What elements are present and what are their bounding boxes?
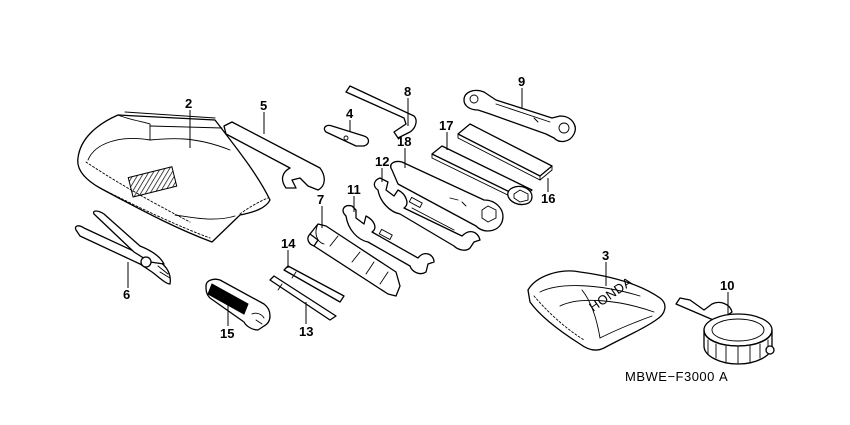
callout-part-2: 2: [185, 96, 192, 111]
hex-key: [345, 85, 417, 139]
hook-spanner: [223, 121, 325, 191]
screwdriver-handle: [205, 278, 271, 331]
callout-part-13: 13: [299, 324, 313, 339]
tool-bag-roll: [77, 111, 271, 243]
callout-part-6: 6: [123, 287, 130, 302]
callout-labels: 2 5 4 8 9 17 12 18 16 11 7 14 6 15 13 3 …: [123, 74, 734, 341]
screwdriver-bit-14: [283, 265, 345, 303]
callout-part-5: 5: [260, 98, 267, 113]
tire-gauge: [675, 297, 775, 365]
ring-spanner: [463, 89, 576, 143]
combination-wrench: [390, 160, 504, 232]
callout-part-7: 7: [317, 192, 324, 207]
diagram-code: MBWE−F3000 A: [625, 369, 728, 384]
pliers: [74, 210, 171, 285]
tool-pouch: HONDA: [527, 270, 666, 351]
socket-wrench: [307, 223, 401, 297]
callout-part-9: 9: [518, 74, 525, 89]
callout-part-14: 14: [281, 236, 296, 251]
open-end-wrench-12: [373, 177, 481, 251]
callout-part-8: 8: [404, 84, 411, 99]
screwdriver-bit-13: [269, 275, 337, 321]
callout-part-10: 10: [720, 278, 734, 293]
callout-part-18: 18: [397, 134, 411, 149]
callout-part-4: 4: [346, 106, 354, 121]
flat-bar: [457, 123, 553, 181]
open-end-wrench-11: [342, 204, 435, 275]
callout-part-12: 12: [375, 154, 389, 169]
leader-lines: [127, 88, 729, 326]
callout-part-16: 16: [541, 191, 555, 206]
callout-part-15: 15: [220, 326, 234, 341]
small-pin-wrench: [323, 124, 370, 147]
callout-part-3: 3: [602, 248, 609, 263]
callout-part-17: 17: [439, 118, 453, 133]
extension-handle: [431, 145, 533, 206]
callout-part-11: 11: [347, 182, 361, 197]
